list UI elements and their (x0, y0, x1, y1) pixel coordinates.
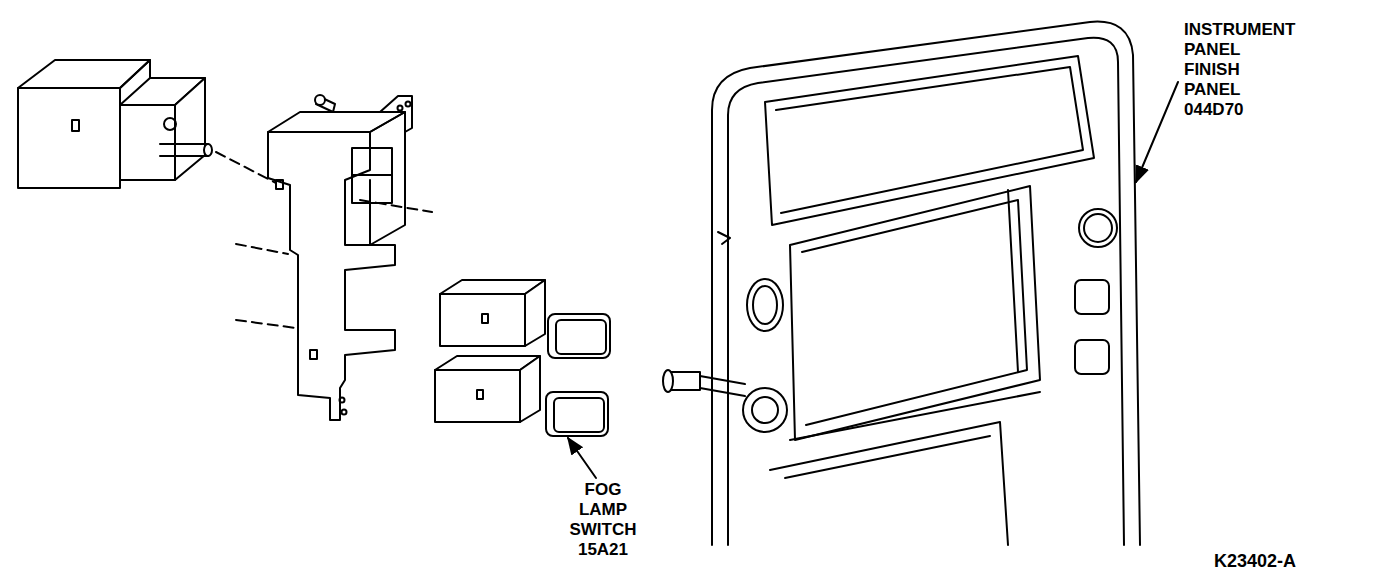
finish-panel-part (743, 388, 787, 432)
switch-bracket-part (398, 106, 403, 111)
finish-panel (712, 22, 1140, 545)
leader-arrow (1136, 82, 1178, 182)
fog-lamp-switch-upper-part (482, 314, 488, 323)
figure-number: K23402-A (1214, 551, 1296, 571)
finish-panel-part (712, 22, 1140, 545)
finish-panel-part (1079, 209, 1117, 247)
part-name: FOG LAMP SWITCH 15A21 (569, 480, 636, 560)
cigar-lighter-part (700, 376, 745, 396)
switch-bracket-part (370, 112, 405, 245)
switch-bracket-part (360, 200, 432, 212)
fog-lamp-switch-lower-part (546, 392, 608, 436)
finish-panel-part (1084, 214, 1112, 242)
headlamp-switch-part (164, 118, 176, 130)
switch-bracket-part (342, 410, 347, 415)
headlamp-switch-part (204, 144, 212, 156)
switch-bracket (236, 95, 432, 420)
finish-panel-part (752, 397, 778, 423)
leader-arrow (568, 438, 596, 478)
finish-panel-part (765, 56, 1094, 225)
fog-lamp-switch-upper (440, 280, 610, 358)
switch-bracket-part (380, 96, 412, 132)
finish-panel-part (728, 38, 1124, 545)
headlamp-switch-part (72, 120, 79, 131)
cigar-lighter-part (663, 370, 673, 392)
headlamp-switch (18, 60, 276, 188)
finish-panel-part (718, 232, 730, 244)
headlamp-switch-part (160, 144, 208, 156)
cigar-lighter (663, 370, 745, 396)
fog-lamp-switch-upper-part (548, 314, 610, 358)
switch-bracket-part (340, 398, 345, 403)
fog-lamp-switch-lower-part (554, 398, 604, 432)
finish-panel-part (753, 286, 777, 324)
switch-bracket-part (268, 132, 395, 420)
switch-bracket-part (268, 112, 405, 132)
fog-lamp-switch-lower (435, 356, 608, 436)
finish-panel-part (776, 67, 1083, 213)
headlamp-switch-part (18, 88, 120, 188)
finish-panel-part (785, 436, 990, 478)
fog-lamp-switch-upper-part (556, 320, 606, 354)
finish-panel-part (747, 279, 783, 331)
finish-panel-part (790, 186, 1040, 440)
switch-bracket-part (406, 102, 411, 107)
switch-bracket-part (352, 174, 392, 176)
finish-panel-part (802, 200, 1027, 425)
finish-panel-part (770, 422, 1008, 545)
switch-bracket-part (236, 320, 296, 328)
switch-bracket-part (236, 244, 288, 254)
switch-bracket-part (276, 180, 283, 189)
finish-panel-part (1075, 280, 1109, 314)
finish-panel-part (1008, 190, 1018, 372)
fog-lamp-switch-lower-part (520, 356, 540, 422)
part-name: INSTRUMENT PANEL FINISH PANEL 044D70 (1184, 20, 1295, 120)
fog-lamp-switch-upper-part (525, 280, 545, 346)
fog-lamp-switch-lower-part (477, 390, 483, 399)
switch-bracket-part (310, 350, 317, 359)
headlamp-switch-part (175, 78, 205, 180)
fog-lamp-switch-lower-part (435, 370, 520, 422)
switch-bracket-part (316, 96, 335, 112)
switch-bracket-part (315, 95, 325, 105)
headlamp-switch-part (18, 60, 150, 88)
finish-panel-part (790, 392, 1040, 440)
finish-panel-part (1075, 340, 1109, 374)
switch-bracket-part (352, 148, 392, 203)
fog-lamp-switch-upper-part (440, 294, 525, 346)
headlamp-switch-part (120, 105, 175, 180)
